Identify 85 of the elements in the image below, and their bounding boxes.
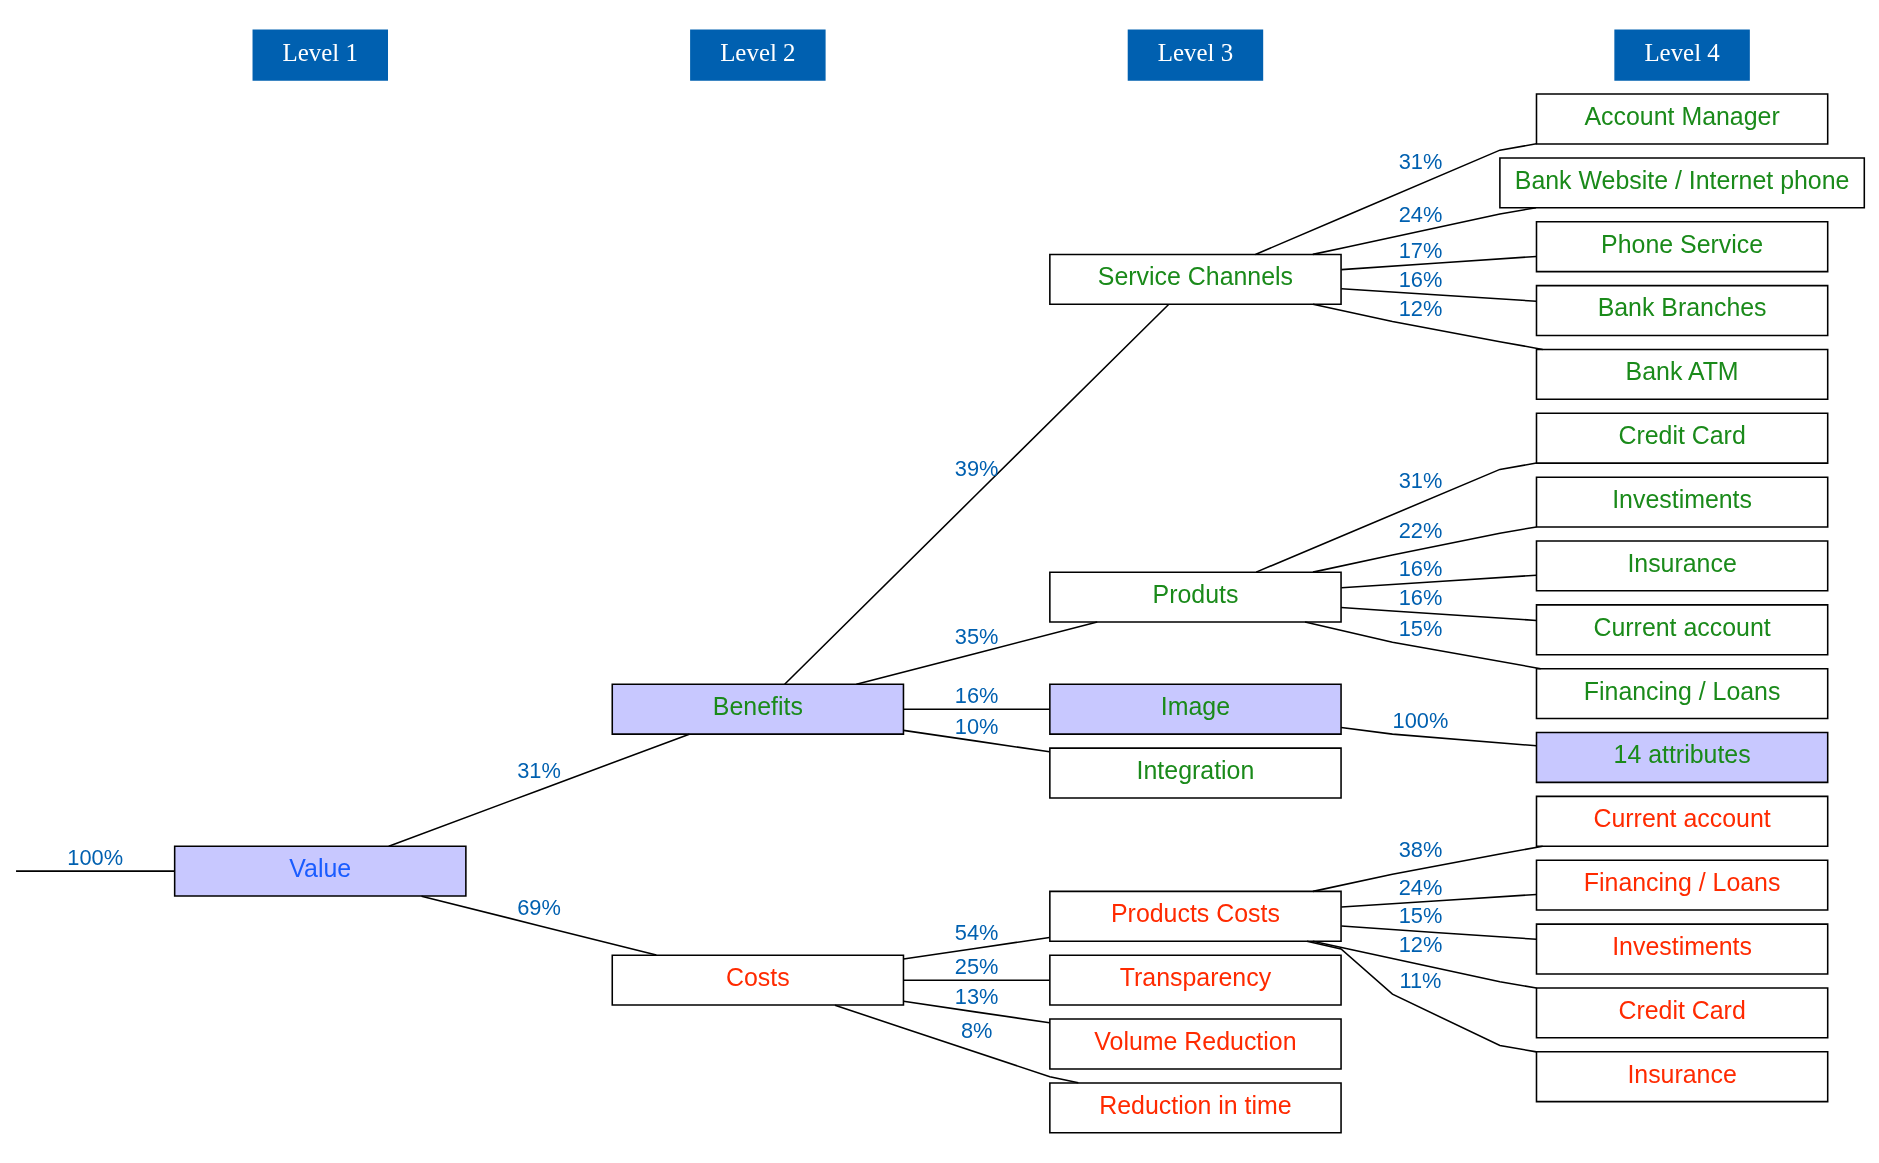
edge-label: 16% <box>1398 585 1443 611</box>
edge-label: 39% <box>954 455 999 481</box>
node-box: Level 2 <box>690 29 826 81</box>
node-box: Produts <box>1049 571 1342 623</box>
edge-label: 54% <box>954 919 999 945</box>
connector <box>834 1004 1080 1084</box>
edge-label: 12% <box>1398 295 1443 321</box>
edge-label: 31% <box>517 758 561 784</box>
node-box: Costs <box>611 954 905 1006</box>
edge-label: 12% <box>1398 932 1443 958</box>
node-box: Reduction in time <box>1049 1082 1342 1134</box>
connector <box>902 708 1051 710</box>
node-box: Volume Reduction <box>1049 1018 1342 1070</box>
connector <box>1340 574 1538 589</box>
node-box: Financing / Loans <box>1535 859 1829 911</box>
node-box: Current account <box>1535 795 1829 847</box>
edge-label: 13% <box>954 983 999 1009</box>
node-box: Credit Card <box>1535 412 1829 464</box>
connector <box>15 870 176 872</box>
connector <box>1340 606 1538 622</box>
connector <box>1340 287 1538 303</box>
node-box: Integration <box>1049 747 1342 799</box>
edge-label: 38% <box>1398 837 1443 863</box>
connector <box>1340 726 1538 747</box>
edge-label: 16% <box>954 683 999 709</box>
edge-label: 24% <box>1398 202 1443 228</box>
node-box: Insurance <box>1535 1051 1829 1103</box>
node-box: Value <box>173 845 467 897</box>
connector <box>1312 526 1538 573</box>
node-box: Current account <box>1535 604 1829 656</box>
edge-label: 15% <box>1398 616 1443 642</box>
node-box: Transparency <box>1049 954 1342 1006</box>
node-box: Products Costs <box>1049 890 1342 942</box>
connector <box>902 1000 1051 1024</box>
edge-label: 10% <box>954 714 999 740</box>
node-box: Level 3 <box>1127 29 1264 81</box>
edge-label: 16% <box>1398 555 1443 581</box>
node-box: Investiments <box>1535 476 1829 528</box>
connector <box>1312 940 1538 989</box>
edge-label: 25% <box>954 954 999 980</box>
connector <box>1304 621 1542 670</box>
edge-label: 24% <box>1398 874 1443 900</box>
node-box: Credit Card <box>1535 987 1829 1039</box>
edge-label: 11% <box>1399 968 1442 994</box>
node-box: Level 4 <box>1614 29 1750 81</box>
connector <box>420 895 658 956</box>
edge-label: 22% <box>1398 518 1443 544</box>
node-box: Bank ATM <box>1535 348 1829 401</box>
node-box: Level 1 <box>252 29 388 81</box>
node-box: Account Manager <box>1535 93 1829 145</box>
edge-label: 8% <box>960 1018 993 1044</box>
node-box: Phone Service <box>1535 221 1829 273</box>
edge-label: 17% <box>1398 237 1443 263</box>
connector <box>1312 207 1537 256</box>
node-box: Bank Website / Internet phone <box>1499 157 1866 209</box>
connector <box>1312 845 1544 893</box>
node-box: Insurance <box>1535 540 1829 592</box>
connector <box>1255 462 1538 573</box>
edge-label: 31% <box>1398 149 1443 175</box>
node-box: Image <box>1049 683 1342 735</box>
edge-label: 100% <box>1392 708 1449 734</box>
node-box: Investiments <box>1535 923 1829 975</box>
connector <box>902 936 1051 960</box>
connector <box>902 729 1051 753</box>
node-box: Financing / Loans <box>1535 667 1829 720</box>
connector <box>855 621 1098 685</box>
edge-label: 35% <box>954 624 999 650</box>
edge-label: 16% <box>1398 267 1443 293</box>
connector <box>388 733 691 847</box>
edge-label: 15% <box>1398 902 1443 928</box>
connector <box>1306 940 1538 1053</box>
node-box: 14 attributes <box>1535 731 1829 784</box>
edge-label: 100% <box>67 845 124 871</box>
connector <box>1312 303 1544 351</box>
node-box: Bank Branches <box>1535 284 1829 337</box>
connector <box>1340 255 1538 271</box>
connector <box>1254 143 1538 256</box>
connector <box>1340 925 1538 941</box>
node-box: Benefits <box>611 683 905 735</box>
connector <box>783 303 1170 685</box>
connector <box>1340 893 1538 908</box>
node-box: Service Channels <box>1049 253 1342 306</box>
edge-label: 31% <box>1398 468 1443 494</box>
connector <box>902 979 1051 981</box>
edge-label: 69% <box>517 895 561 921</box>
